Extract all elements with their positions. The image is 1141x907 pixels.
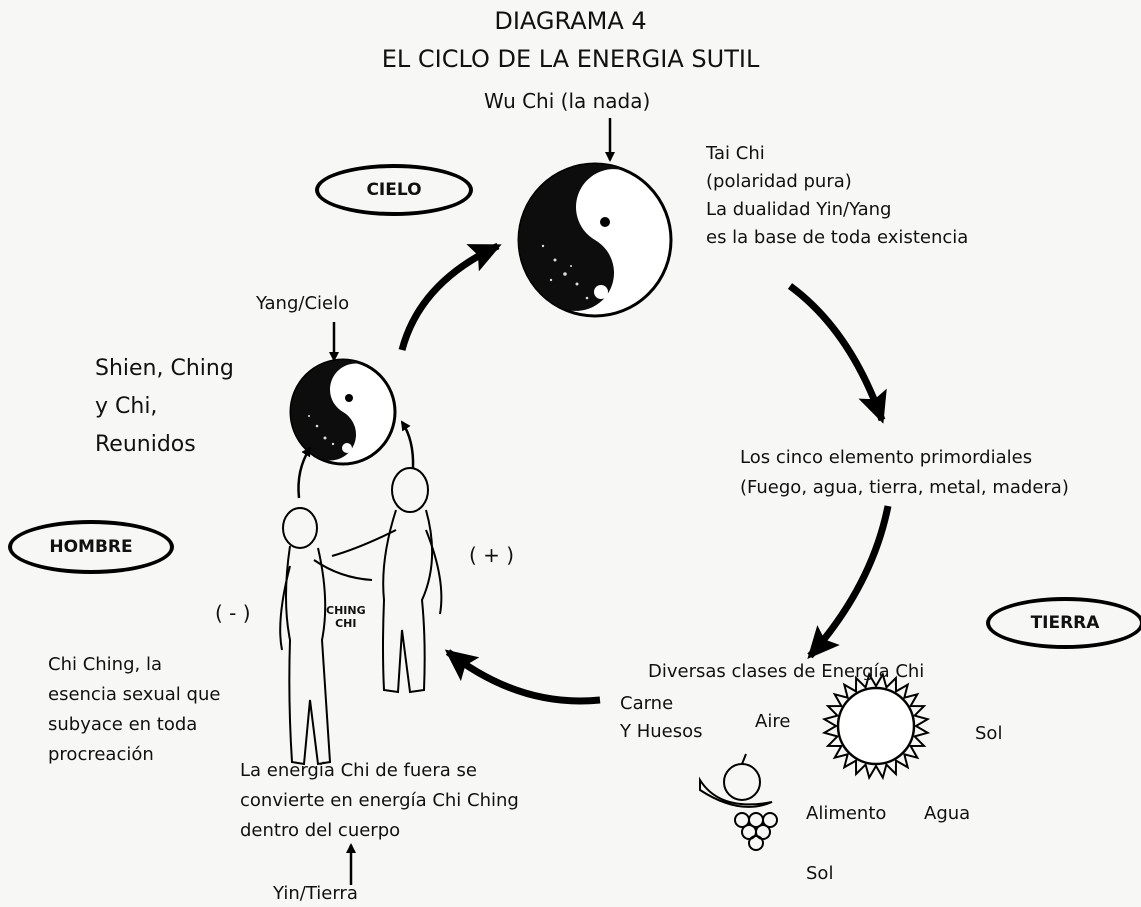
minus-polarity: ( - ) <box>215 601 251 625</box>
five-elements-line2: (Fuego, agua, tierra, metal, madera) <box>740 477 1069 498</box>
tai-chi-label: Tai Chi (polaridad pura) La dualidad Yin… <box>706 140 968 252</box>
carne-line1: Carne <box>620 693 674 714</box>
tai-chi-line3: La dualidad Yin/Yang <box>706 199 892 220</box>
sun-bottom-label: Sol <box>806 863 834 884</box>
chi-ching-description: Chi Ching, la esencia sexual que subyace… <box>48 650 220 770</box>
sun-icon <box>821 671 931 781</box>
chi-ching-line4: procreación <box>48 744 154 765</box>
woman-rise-arrow <box>297 446 312 499</box>
shien-line3: Reunidos <box>95 432 196 457</box>
reunited-yin-yang-icon <box>289 358 397 466</box>
cycle-arrow-to-elements <box>787 283 887 424</box>
food-label: Alimento <box>806 803 887 824</box>
tai-chi-yin-yang-icon <box>517 162 673 318</box>
external-energy-line1: La energía Chi de fuera se <box>240 760 477 781</box>
diagram-title: EL CICLO DE LA ENERGIA SUTIL <box>381 45 760 73</box>
ching-text: CHING <box>326 604 366 617</box>
five-elements-label: Los cinco elemento primordiales (Fuego, … <box>740 443 1069 503</box>
woman-figure-icon <box>279 507 373 766</box>
shien-line1: Shien, Ching <box>95 356 234 381</box>
flesh-bones-label: Carne Y Huesos <box>620 690 703 746</box>
energy-types-label: Diversas clases de Energía Chi <box>648 661 925 680</box>
external-energy-description: La energía Chi de fuera se convierte en … <box>240 756 519 846</box>
sun-rays <box>821 671 931 781</box>
cycle-arrow-to-energy <box>807 505 892 659</box>
plus-polarity: ( + ) <box>469 543 515 567</box>
yin-tierra-label: Yin/Tierra <box>273 883 358 904</box>
shien-line2: y Chi, <box>95 394 158 419</box>
external-energy-line3: dentro del cuerpo <box>240 820 401 841</box>
man-figure-icon <box>331 467 443 694</box>
chi-text: CHI <box>335 617 357 630</box>
cielo-oval: CIELO <box>315 164 473 216</box>
wu-chi-label: Wu Chi (la nada) <box>484 89 651 113</box>
yang-cielo-label: Yang/Cielo <box>256 293 350 314</box>
chi-ching-line2: esencia sexual que <box>48 684 221 705</box>
tai-chi-line2: (polaridad pura) <box>706 171 852 192</box>
man-rise-arrow <box>400 420 415 469</box>
cycle-arrow-to-man <box>444 649 601 705</box>
ching-chi-label: CHING CHI <box>326 604 366 630</box>
carne-line2: Y Huesos <box>620 721 703 742</box>
chi-ching-line1: Chi Ching, la <box>48 654 162 675</box>
hombre-oval: HOMBRE <box>8 520 174 574</box>
tierra-oval: TIERRA <box>986 597 1141 649</box>
five-elements-line1: Los cinco elemento primordiales <box>740 447 1033 468</box>
water-label: Agua <box>924 803 971 824</box>
sun-label: Sol <box>975 723 1003 744</box>
tai-chi-line4: es la base de toda existencia <box>706 227 969 248</box>
chi-ching-line3: subyace en toda <box>48 714 198 735</box>
shien-ching-chi-label: Shien, Ching y Chi, Reunidos <box>95 350 234 464</box>
diagram-number: DIAGRAMA 4 <box>494 7 647 35</box>
tai-chi-line1: Tai Chi <box>706 143 765 164</box>
air-label: Aire <box>755 711 791 732</box>
fruit-food-icon <box>699 753 778 851</box>
cycle-arrow-to-tai-chi <box>398 242 502 351</box>
external-energy-line2: convierte en energía Chi Ching <box>240 790 519 811</box>
